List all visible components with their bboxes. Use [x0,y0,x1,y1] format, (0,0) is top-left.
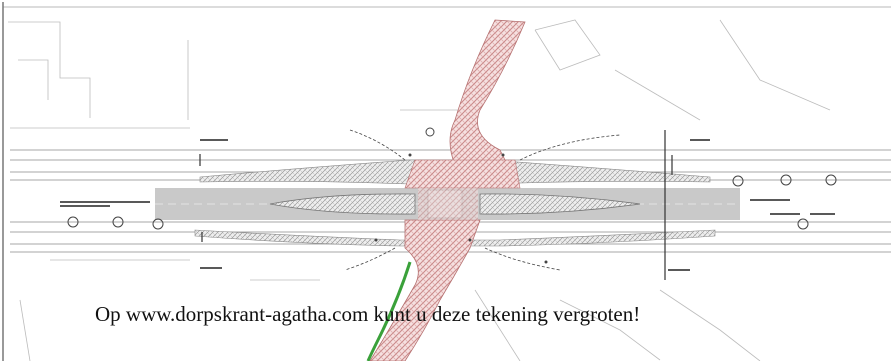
section-markers [199,130,673,280]
crossing-road [369,19,526,361]
parcel-outlines [8,19,831,361]
tree-markers [67,127,837,230]
green-cycle-path [366,261,412,361]
enlarge-drawing-caption: Op www.dorpskrant-agatha.com kunt u deze… [95,302,641,326]
road-markings [60,139,835,271]
curb-lines [344,129,621,271]
crossing-dots [374,153,548,264]
